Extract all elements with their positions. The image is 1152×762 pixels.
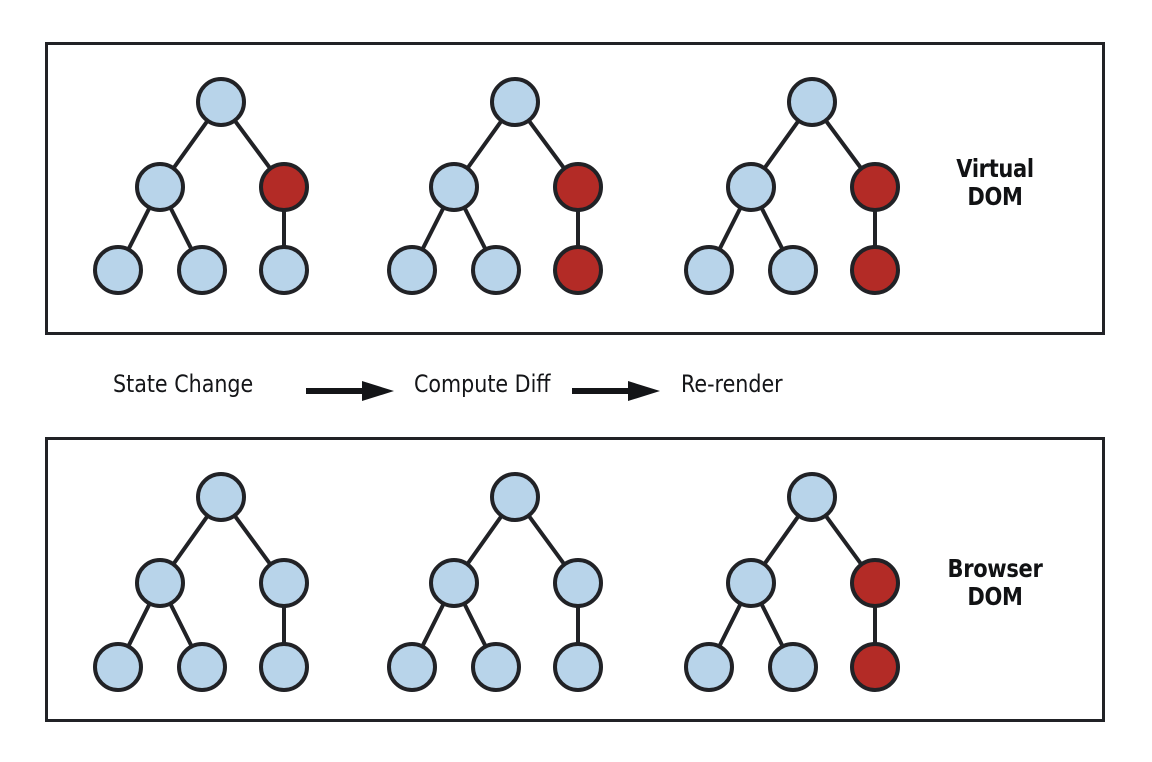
panel-label-virtual-dom-line-2: DOM (967, 182, 1023, 211)
arrow-right-icon (572, 381, 660, 401)
panel-label-browser-dom-line-2: DOM (967, 582, 1023, 611)
flow-row: State Change Compute Diff Re-render (45, 358, 1105, 414)
panel-label-browser-dom-line-1: Browser (947, 554, 1043, 583)
flow-step-compute-diff: Compute Diff (414, 370, 551, 398)
arrow-right-icon (306, 381, 394, 401)
panel-label-virtual-dom-line-1: Virtual (956, 154, 1034, 183)
flow-step-re-render: Re-render (681, 370, 783, 398)
panel-label-browser-dom: Browser DOM (919, 555, 1070, 611)
panel-label-virtual-dom: Virtual DOM (919, 155, 1070, 211)
flow-step-state-change: State Change (113, 370, 254, 398)
